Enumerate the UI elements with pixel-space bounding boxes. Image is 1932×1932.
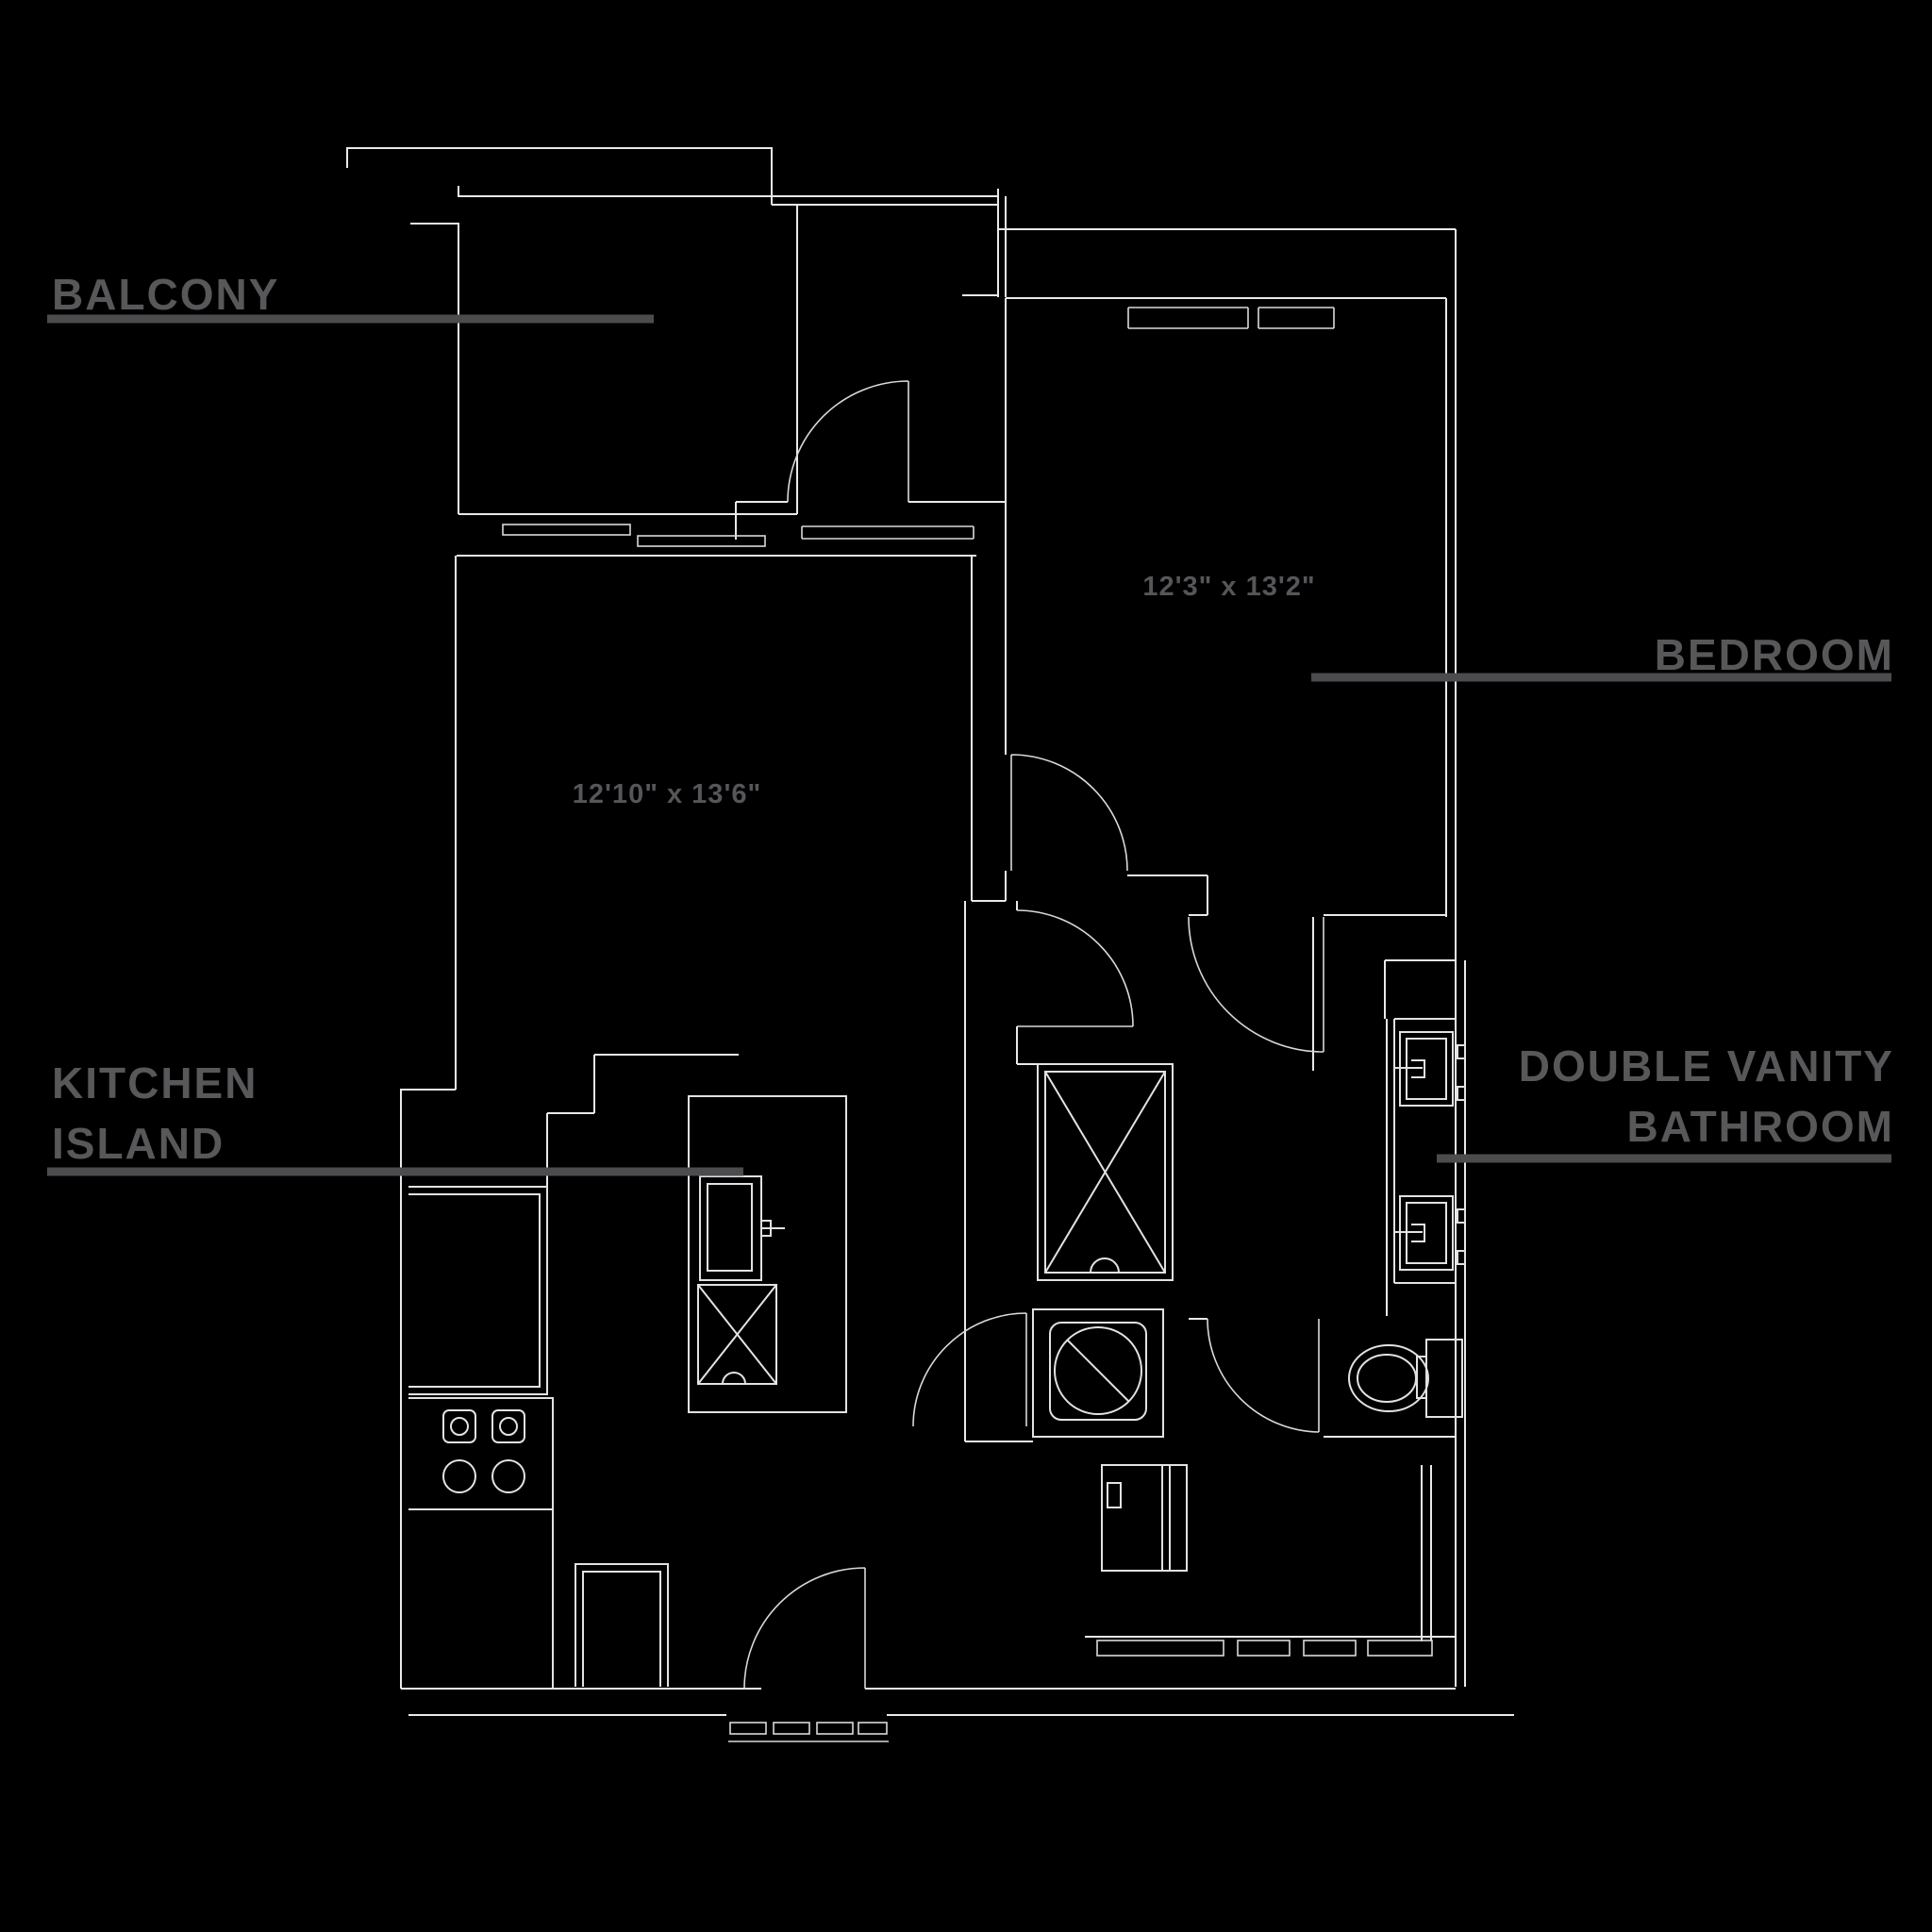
living-window [801, 525, 974, 540]
refrigerator [575, 1563, 669, 1687]
bathroom-door [1207, 1318, 1320, 1433]
toilet [1348, 1339, 1463, 1418]
kitchen-pass-walls [546, 1054, 739, 1187]
bathroom-label-line1: DOUBLE VANITY [1519, 1041, 1894, 1091]
balcony-label: BALCONY [52, 270, 279, 319]
hall-left-wall [964, 556, 1033, 1442]
bedroom-upper-door [1010, 754, 1128, 872]
hall-door-stubs [1016, 901, 1038, 1065]
island-faucet [761, 1220, 785, 1237]
bedroom-door [1188, 916, 1324, 1053]
windows [502, 307, 1433, 1742]
washer-dryer-closet [1037, 1063, 1174, 1281]
bath-door-wall [1189, 1318, 1456, 1438]
balcony-top-wall [458, 186, 998, 197]
laundry-door [912, 1312, 1027, 1427]
bedroom-window-2 [1257, 307, 1335, 329]
toilet-tank [1425, 1339, 1463, 1418]
toilet-bowl [1348, 1344, 1429, 1412]
leader-lines [47, 314, 1891, 1176]
vanity-faucet-2 [1394, 1224, 1425, 1242]
left-wall-step [400, 1089, 456, 1689]
shower [1101, 1464, 1188, 1572]
bath-alcove-walls [1384, 959, 1456, 1019]
bath-right-wall [1455, 960, 1466, 1687]
kitchen-island [688, 1095, 847, 1413]
closet-chase-wall [962, 189, 1007, 297]
burner [491, 1409, 525, 1443]
bedroom-label: BEDROOM [1655, 630, 1894, 679]
burner [442, 1459, 476, 1493]
island-dishwasher [697, 1284, 777, 1385]
burner [442, 1409, 476, 1443]
handle [1457, 1044, 1466, 1059]
sliding-panel-1 [502, 524, 631, 536]
walls [346, 147, 1514, 1716]
handle [1457, 1250, 1466, 1265]
kitchen-label-line1: KITCHEN [52, 1058, 258, 1108]
bedroom-dimension: 12'3" x 13'2" [1142, 572, 1315, 602]
bedroom-right-wall [1445, 229, 1457, 960]
entry-door [743, 1567, 866, 1690]
doors [743, 380, 1324, 1690]
sliding-panel-2 [637, 535, 766, 547]
handle [1457, 1086, 1466, 1101]
washing-machine [1032, 1308, 1164, 1438]
closet-door [787, 380, 909, 503]
hall-lower-door [1016, 909, 1134, 1027]
shower-head [1107, 1482, 1122, 1508]
kitchen-counter [408, 1186, 548, 1395]
balcony-roof-line [346, 147, 773, 205]
vanity-faucet-1 [1394, 1059, 1425, 1078]
bathroom-label-line2: BATHROOM [1627, 1102, 1894, 1151]
bedroom-bottom-wall [1127, 874, 1446, 916]
stove-cooktop [408, 1397, 554, 1689]
fixtures [408, 1018, 1466, 1689]
bath-bottom-windows [1096, 1640, 1433, 1657]
handle [1457, 1208, 1466, 1224]
balcony-sliding-door [502, 524, 766, 547]
living-dimension: 12'10" x 13'6" [573, 779, 761, 809]
balcony-left-wall [410, 223, 459, 514]
double-vanity [1393, 1018, 1466, 1284]
entry-threshold [728, 1722, 889, 1742]
kitchen-label-line2: ISLAND [52, 1119, 225, 1168]
closet-bottom-wall [735, 501, 1006, 540]
vanity-counter [1393, 1018, 1456, 1284]
burner [491, 1459, 525, 1493]
linen-walls [1421, 1465, 1432, 1641]
island-outline [688, 1095, 847, 1413]
bedroom-window-1 [1127, 307, 1249, 329]
